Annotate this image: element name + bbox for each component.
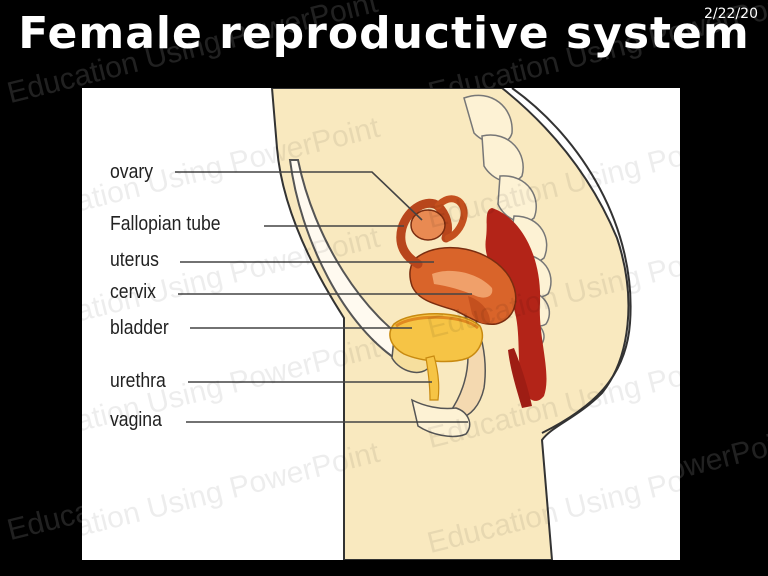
label-uterus: uterus <box>110 249 159 271</box>
bladder-wall <box>395 315 479 330</box>
bladder-shape <box>389 313 484 363</box>
label-urethra: urethra <box>110 370 166 392</box>
anal-canal <box>508 348 532 408</box>
rectum <box>485 208 547 401</box>
label-vagina: vagina <box>110 409 162 431</box>
cervix <box>468 296 490 324</box>
leader-ovary <box>175 171 423 221</box>
label-fallopian-tube: Fallopian tube <box>110 213 221 235</box>
fimbriae <box>434 195 468 242</box>
diagram-panel: ovary Fallopian tube uterus cervix bladd… <box>82 88 680 560</box>
anatomy-illustration <box>175 88 632 560</box>
label-ovary: ovary <box>110 161 154 183</box>
leader-lines <box>175 171 472 423</box>
body-outline <box>511 88 632 434</box>
label-cervix: cervix <box>110 281 156 303</box>
slide-date: 2/22/20 <box>704 6 758 22</box>
vulva <box>410 398 471 438</box>
fallopian-tube <box>396 198 453 269</box>
urethra-shape <box>425 355 440 401</box>
label-bladder: bladder <box>110 317 169 339</box>
slide-title: Female reproductive system <box>18 8 750 59</box>
uterine-cavity <box>432 270 493 298</box>
